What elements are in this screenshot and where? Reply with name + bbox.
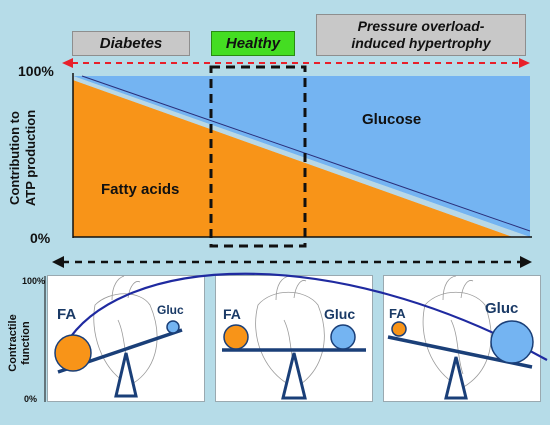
contractile-tick-100: 100% (22, 276, 46, 286)
fa-label-2: FA (223, 306, 241, 322)
glucose-fa-boundary (73, 76, 530, 237)
red-arrowhead-right (519, 58, 530, 68)
fa-circle-1 (54, 334, 92, 372)
gluc-circle-3 (490, 320, 534, 364)
seesaw-fulcrum-2 (281, 352, 307, 400)
heart-outline-3-icon (422, 275, 492, 389)
contractile-function-curve (64, 272, 548, 361)
atp-tick-100: 100% (18, 63, 54, 79)
healthy-dashed-box (209, 65, 307, 248)
gluc-label-3: Gluc (485, 300, 519, 317)
seesaw-fulcrum-3 (444, 356, 468, 400)
atp-tick-0: 0% (30, 230, 51, 246)
red-arrowhead-left (62, 58, 73, 68)
fa-label-1: FA (57, 306, 77, 323)
fa-circle-2 (223, 324, 249, 350)
condition-diabetes: Diabetes (72, 31, 190, 56)
condition-healthy: Healthy (211, 31, 295, 56)
glucose-label: Glucose (362, 111, 422, 128)
contractile-tick-0: 0% (24, 394, 38, 404)
fatty-acids-label: Fatty acids (101, 181, 180, 198)
black-arrowhead-right (520, 256, 532, 268)
gluc-label-2: Gluc (324, 306, 356, 322)
fa-circle-3 (391, 321, 407, 337)
fa-label-3: FA (389, 306, 406, 321)
black-arrowhead-left (52, 256, 64, 268)
condition-pressure-overload: Pressure overload- induced hypertrophy (316, 14, 526, 56)
gluc-circle-2 (330, 324, 356, 350)
condition-pressure-line2: induced hypertrophy (351, 35, 491, 51)
seesaw-fulcrum-1 (114, 352, 138, 398)
gluc-circle-1 (166, 320, 180, 334)
condition-pressure-line1: Pressure overload- (357, 18, 485, 34)
gluc-label-1: Gluc (157, 303, 184, 317)
